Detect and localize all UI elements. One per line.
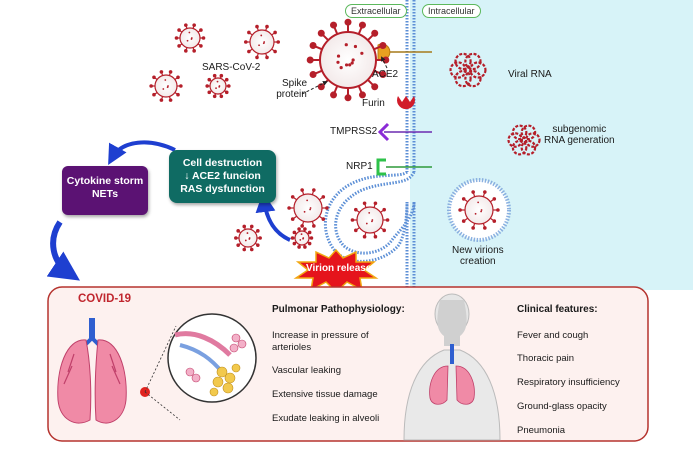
pulmonar-item: Vascular leaking (272, 365, 342, 376)
subgenomic-label: subgenomic RNA generation (544, 124, 615, 146)
virus-particle (205, 73, 231, 99)
cell-destruction-line3: RAS dysfunction (180, 183, 265, 195)
spike-protein-label: Spike protein (276, 78, 307, 100)
pulmonar-item: arterioles (272, 342, 312, 353)
cell-destruction-box: Cell destruction ↓ ACE2 funcion RAS dysf… (169, 150, 276, 203)
clinical-item: Respiratory insufficiency (517, 377, 620, 388)
tmprss2-label: TMPRSS2 (330, 126, 378, 137)
arrow-to-covid (46, 220, 80, 281)
covid-title: COVID-19 (78, 293, 132, 305)
clinical-item: Ground-glass opacity (517, 401, 607, 412)
rna-strand (507, 124, 541, 156)
subgenomic-line2: RNA generation (544, 135, 615, 146)
nrp1-receptor (376, 158, 386, 176)
intracellular-region (410, 0, 693, 290)
cytokine-line1: Cytokine storm (66, 175, 144, 187)
viral-rna-label: Viral RNA (508, 69, 552, 80)
virus-particle (149, 70, 183, 102)
intracellular-label: Intracellular (422, 4, 481, 18)
alveoli-zoom (144, 313, 257, 421)
virus-particle (458, 190, 500, 230)
arrow-to-cell-destruction (255, 192, 291, 242)
arrow-to-cytokine (108, 140, 176, 165)
furin-enzyme (397, 96, 415, 110)
pulmonar-item: Increase in pressure of (272, 330, 369, 341)
extracellular-label: Extracellular (345, 4, 407, 18)
cell-destruction-line1: Cell destruction (182, 157, 263, 169)
furin-label: Furin (362, 98, 385, 109)
virus-particle (287, 188, 329, 228)
ace2-label: ACE2 (372, 69, 399, 80)
virus-particle (234, 224, 262, 252)
new-virions-line1: New virions (452, 245, 504, 256)
virus-particle (244, 24, 281, 60)
rna-strand (449, 52, 487, 88)
subgenomic-line1: subgenomic (552, 124, 607, 135)
clinical-item: Pneumonia (517, 425, 566, 436)
cell-destruction-line2: ↓ ACE2 funcion (184, 170, 261, 182)
virion-release-label: Virion release (306, 263, 372, 274)
tmprss2-receptor (377, 122, 390, 142)
nrp1-label: NRP1 (346, 161, 373, 172)
clinical-item: Thoracic pain (517, 353, 575, 364)
pulmonar-heading: Pulmonar Pathophysiology: (272, 304, 405, 315)
spike-protein-line1: Spike (282, 78, 308, 89)
new-virions-line2: creation (460, 256, 496, 267)
human-torso (403, 293, 501, 441)
pulmonar-item: Extensive tissue damage (272, 389, 378, 400)
cytokine-storm-box: Cytokine storm NETs (62, 166, 148, 215)
clinical-item: Fever and cough (517, 330, 589, 341)
new-virions-label: New virions creation (452, 245, 504, 267)
virus-particle (174, 23, 206, 53)
virus-particle (350, 201, 390, 239)
virus-particle (290, 227, 314, 249)
spike-protein-line2: protein (276, 89, 307, 100)
virus-particle (306, 18, 390, 102)
lungs-illustration (57, 318, 150, 424)
ace2-arrow (381, 56, 388, 69)
cytokine-line2: NETs (91, 188, 119, 200)
pulmonar-item: Exudate leaking in alveoli (272, 413, 380, 424)
clinical-heading: Clinical features: (517, 304, 598, 315)
sars-cov-2-label: SARS-CoV-2 (202, 62, 261, 73)
spike-arrow (301, 81, 328, 95)
